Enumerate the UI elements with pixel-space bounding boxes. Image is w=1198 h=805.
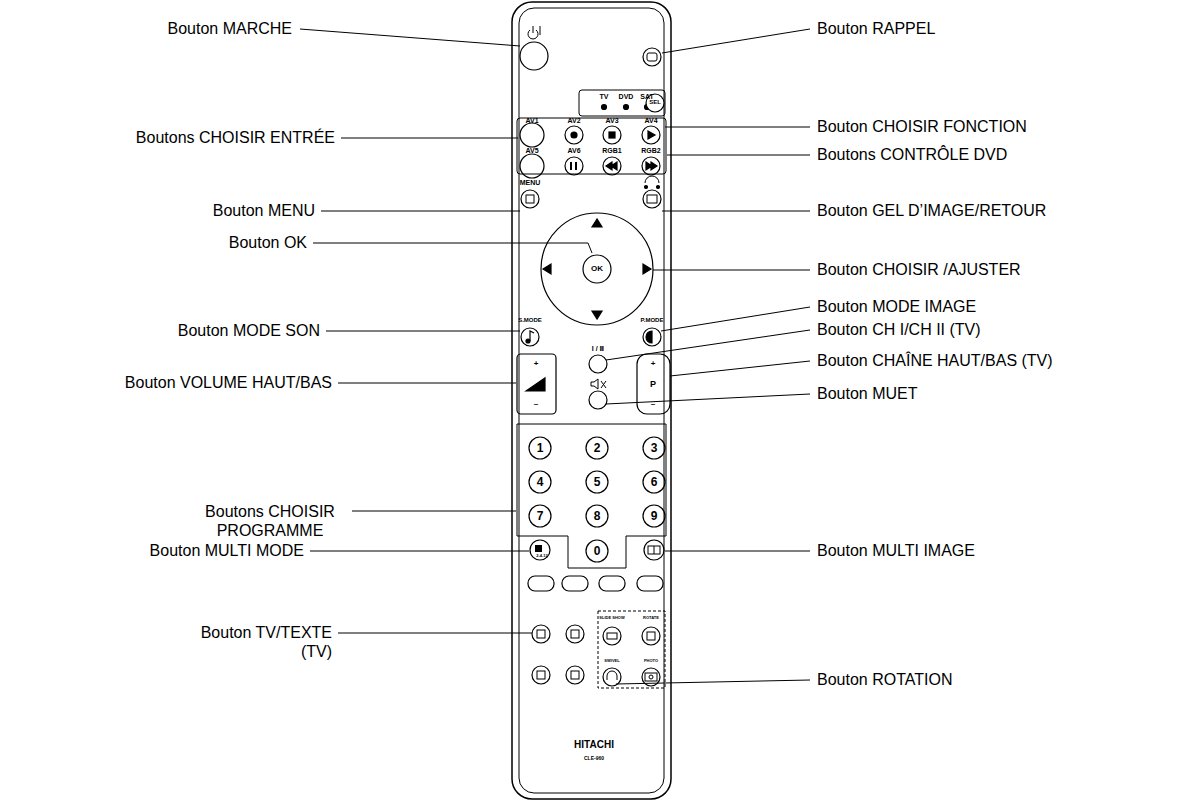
key-text: PHOTO <box>644 659 658 664</box>
remote-body <box>512 2 671 799</box>
callout-label: Bouton MENU <box>213 201 315 220</box>
callout-label: Boutons CHOISIR ENTRÉE <box>136 128 335 147</box>
key-text: SWIVEL <box>604 659 619 664</box>
number-key: 9 <box>651 509 658 523</box>
key-text: DVD <box>619 93 634 101</box>
number-key: 0 <box>594 544 601 558</box>
key-text: – <box>651 399 655 409</box>
callout-label: Bouton TV/TEXTE (TV) <box>187 623 332 661</box>
key-text: AV2 <box>567 117 580 125</box>
leader-lines <box>300 29 810 684</box>
callout-label: Boutons CONTRÔLE DVD <box>817 145 1007 164</box>
key-text: SEL <box>649 99 661 106</box>
key-text: ROTATE <box>643 616 659 621</box>
number-key: 5 <box>594 475 601 489</box>
remote-buttons <box>517 26 670 688</box>
number-key: 1 <box>537 441 544 455</box>
callout-label: Bouton CHAÎNE HAUT/BAS (TV) <box>817 351 1053 370</box>
key-text: AV5 <box>525 147 538 155</box>
key-text: OK <box>591 264 603 274</box>
callout-label: Bouton OK <box>229 233 307 252</box>
key-text: P.MODE <box>641 317 664 324</box>
callout-label: Boutons CHOISIR PROGRAMME <box>183 502 358 540</box>
callout-label: Bouton CHOISIR /AJUSTER <box>817 260 1021 279</box>
callout-label: Bouton MULTI IMAGE <box>817 541 975 560</box>
number-key: 8 <box>594 509 601 523</box>
callout-label: Bouton VOLUME HAUT/BAS <box>125 373 332 392</box>
key-text: + <box>651 359 656 369</box>
callout-label: Bouton MODE IMAGE <box>817 297 976 316</box>
key-text: RGB2 <box>641 147 660 155</box>
number-key: 4 <box>537 475 544 489</box>
key-text: P <box>650 379 656 390</box>
number-key: 6 <box>651 475 658 489</box>
key-text: SLIDE SHOW <box>599 616 624 621</box>
key-text: I / Ⅱ <box>592 345 604 353</box>
brand-name: HITACHI <box>574 739 614 751</box>
key-text: 2-4-12 <box>536 554 548 559</box>
key-text: AV4 <box>644 117 657 125</box>
callout-label: Bouton MODE SON <box>178 321 320 340</box>
number-key: 7 <box>537 509 544 523</box>
key-text: RGB1 <box>602 147 621 155</box>
model-number: CLE-960 <box>584 755 604 761</box>
callout-label: Bouton RAPPEL <box>817 19 935 38</box>
callout-label: Bouton MUET <box>817 384 917 403</box>
callout-label: Bouton MARCHE <box>168 19 293 38</box>
key-text: AV3 <box>605 117 618 125</box>
callout-label: Bouton CHOISIR FONCTION <box>817 117 1027 136</box>
key-text: MENU <box>520 179 541 187</box>
key-text: AV6 <box>567 147 580 155</box>
key-text: S.MODE <box>518 317 542 324</box>
callout-label: Bouton ROTATION <box>817 670 952 689</box>
callout-label: Bouton MULTI MODE <box>150 541 304 560</box>
callout-label: Bouton CH I/CH II (TV) <box>817 320 981 339</box>
key-text: TV <box>600 93 609 101</box>
number-key: 2 <box>594 441 601 455</box>
callout-label: Bouton GEL D’IMAGE/RETOUR <box>817 201 1046 220</box>
number-key: 3 <box>651 441 658 455</box>
key-text: + <box>534 359 539 369</box>
key-text: AV1 <box>525 117 538 125</box>
key-text: – <box>534 399 538 409</box>
